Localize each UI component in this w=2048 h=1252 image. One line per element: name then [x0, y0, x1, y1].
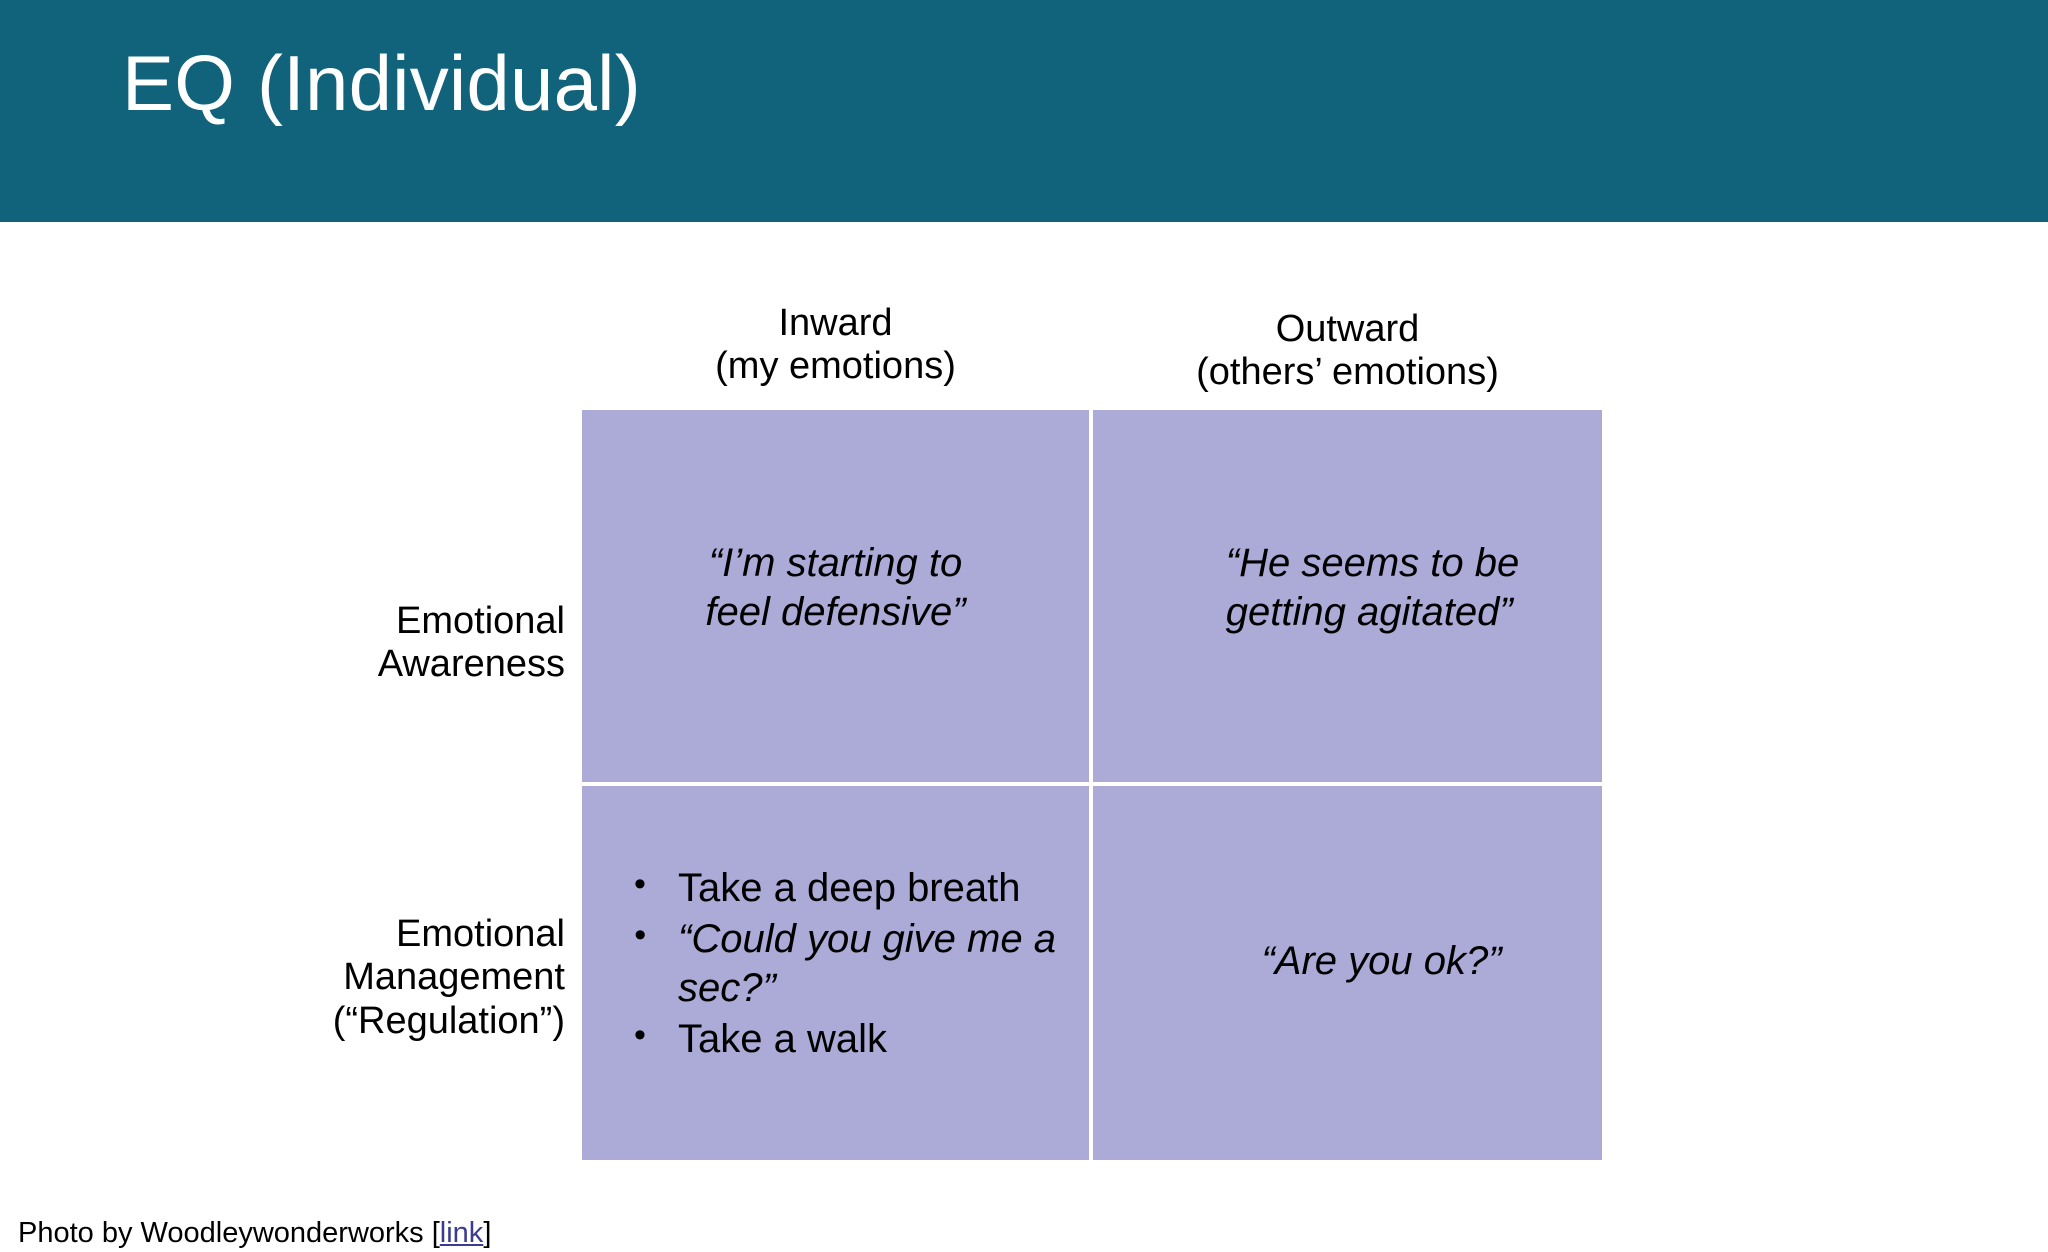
quote-line-1: “He seems to be — [1225, 541, 1520, 586]
photo-credit-prefix: Photo by Woodleywonderworks [ — [18, 1217, 440, 1249]
list-item: Take a deep breath — [612, 862, 1089, 913]
page-title: EQ (Individual) — [122, 39, 641, 127]
title-banner: EQ (Individual) — [0, 0, 2048, 222]
column-header-inward-line1: Inward — [778, 302, 893, 344]
eq-matrix: “I’m starting to feel defensive” “He see… — [582, 410, 1602, 1160]
quote-line-2: getting agitated” — [1225, 590, 1513, 634]
row-header-management-line2: Management — [343, 956, 565, 999]
management-bullet-list: Take a deep breath“Could you give me a s… — [582, 862, 1089, 1065]
row-header-awareness-line2: Awareness — [377, 643, 565, 686]
list-item: “Could you give me a sec?” — [612, 913, 1089, 1013]
row-header-management-line3: (“Regulation”) — [332, 999, 565, 1042]
photo-credit-suffix: ] — [483, 1217, 492, 1249]
quadrant-inward-awareness-text: “I’m starting to feel defensive” — [687, 539, 983, 637]
column-header-inward-line2: (my emotions) — [715, 345, 956, 388]
quadrant-outward-management: “Are you ok?” — [1093, 786, 1602, 1160]
row-header-emotional-awareness: Emotional Awareness — [145, 600, 565, 687]
column-header-outward: Outward (others’ emotions) — [1093, 308, 1602, 395]
quadrant-outward-awareness: “He seems to be getting agitated” — [1093, 410, 1602, 782]
quadrant-inward-management: Take a deep breath“Could you give me a s… — [582, 786, 1089, 1160]
quote-line-1: “Are you ok?” — [1261, 938, 1502, 983]
quote-line-1: “I’m starting to — [708, 541, 963, 586]
row-header-emotional-management: Emotional Management (“Regulation”) — [145, 913, 565, 1043]
quadrant-outward-management-text: “Are you ok?” — [1183, 937, 1511, 986]
column-header-outward-line1: Outward — [1275, 308, 1420, 350]
quadrant-inward-awareness: “I’m starting to feel defensive” — [582, 410, 1089, 782]
photo-credit-link[interactable]: link — [439, 1217, 484, 1249]
quadrant-outward-awareness-text: “He seems to be getting agitated” — [1166, 539, 1529, 637]
quote-line-2: feel defensive” — [705, 590, 966, 634]
row-header-management-line1: Emotional — [396, 913, 565, 955]
photo-credit: Photo by Woodleywonderworks [link] — [18, 1216, 491, 1251]
row-header-awareness-line1: Emotional — [396, 600, 565, 642]
column-header-outward-line2: (others’ emotions) — [1196, 351, 1499, 394]
column-header-inward: Inward (my emotions) — [582, 302, 1089, 389]
list-item: Take a walk — [612, 1013, 1089, 1064]
